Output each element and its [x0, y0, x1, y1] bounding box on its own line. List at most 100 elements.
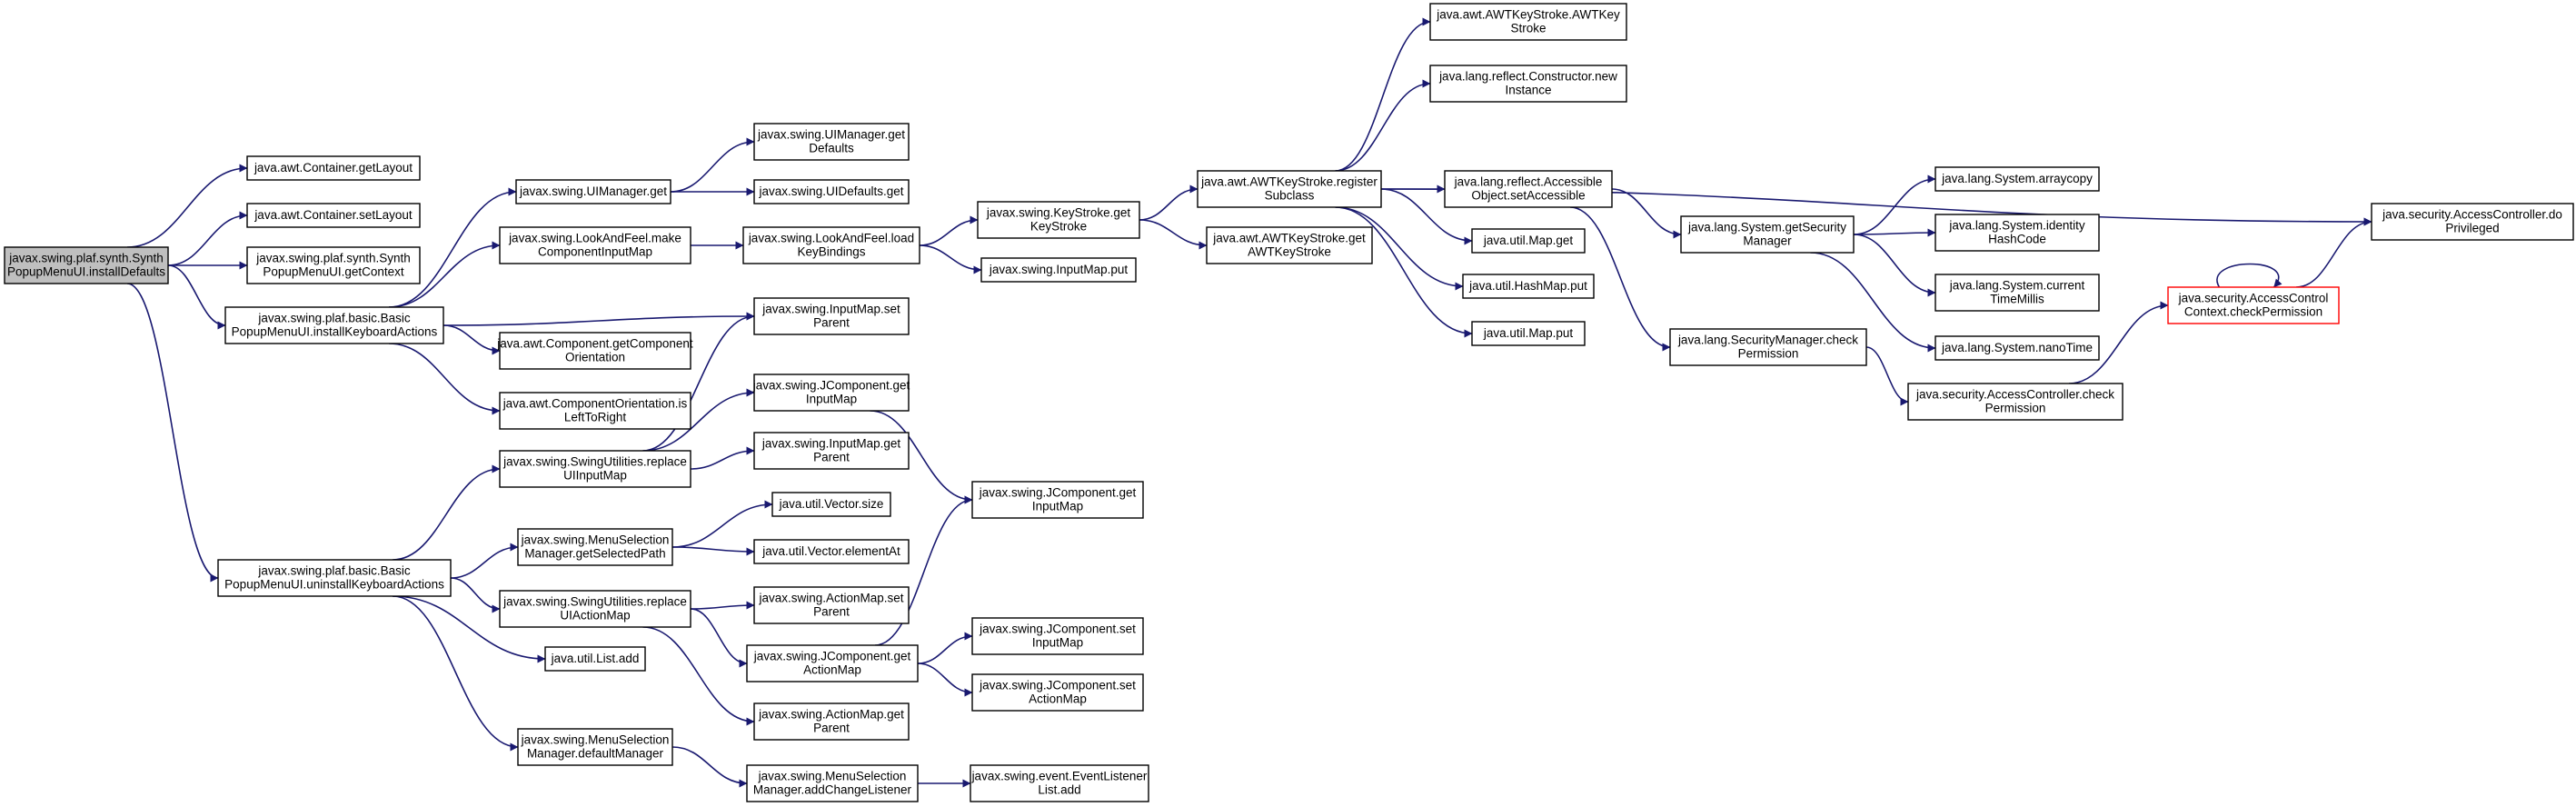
node-label: java.awt.AWTKeyStroke.get — [1212, 232, 1366, 245]
node-java-lang-system-arraycopy[interactable]: java.lang.System.arraycopy — [1934, 166, 2100, 192]
node-label: java.lang.System.current — [1949, 279, 2085, 293]
node-java-util-map-put[interactable]: java.util.Map.put — [1471, 321, 1586, 346]
node-label: Manager.defaultManager — [527, 747, 664, 761]
node-label: PopupMenuUI.installDefaults — [7, 265, 165, 279]
node-java-security-accesscontroller-doprivileged[interactable]: java.security.AccessController.doPrivile… — [2371, 203, 2574, 241]
node-box — [1907, 383, 2123, 421]
node-javax-swing-menuselectionmanager-getselectedpath[interactable]: javax.swing.MenuSelectionManager.getSele… — [517, 528, 673, 566]
edge-n14-to-n26 — [671, 746, 748, 788]
node-javax-swing-plaf-synth-synthpopupmenuui-getcontext[interactable]: javax.swing.plaf.synth.SynthPopupMenuUI.… — [246, 246, 421, 284]
node-javax-swing-uimanager-get[interactable]: javax.swing.UIManager.get — [515, 179, 671, 204]
node-label: javax.swing.UIManager.get — [757, 128, 905, 142]
node-label: Parent — [813, 316, 850, 330]
node-java-awt-container-getlayout[interactable]: java.awt.Container.getLayout — [246, 155, 421, 181]
edge-n5-to-n10 — [392, 464, 501, 561]
node-java-security-accesscontroller-checkpermission[interactable]: java.security.AccessController.checkPerm… — [1907, 383, 2123, 421]
edge-n37-to-n41 — [1611, 188, 1682, 239]
edge-n10-to-n20 — [690, 446, 755, 470]
node-java-awt-awtkeystroke-awtkeystroke[interactable]: java.awt.AWTKeyStroke.AWTKeyStroke — [1429, 3, 1627, 41]
node-box — [753, 586, 910, 624]
node-label: java.util.Vector.elementAt — [761, 544, 900, 558]
node-label: java.lang.System.identity — [1948, 219, 2085, 233]
edge-n17-to-n28 — [919, 244, 982, 274]
node-javax-swing-swingutilities-replaceuiactionmap[interactable]: javax.swing.SwingUtilities.replaceUIActi… — [499, 590, 691, 628]
node-javax-swing-menuselectionmanager-defaultmanager[interactable]: javax.swing.MenuSelectionManager.default… — [517, 728, 673, 766]
node-java-util-map-get[interactable]: java.util.Map.get — [1471, 228, 1586, 254]
node-box — [217, 559, 452, 597]
node-label: Context.checkPermission — [2184, 305, 2322, 319]
node-java-security-accesscontrolcontext-checkpermission[interactable]: java.security.AccessControlContext.check… — [2167, 286, 2340, 324]
edge-n11-to-n22 — [671, 546, 755, 556]
node-java-util-vector-size[interactable]: java.util.Vector.size — [771, 492, 891, 517]
node-java-lang-reflect-constructor-newinstance[interactable]: java.lang.reflect.Constructor.newInstanc… — [1429, 65, 1627, 103]
node-label: java.util.List.add — [551, 652, 640, 665]
node-box — [517, 528, 673, 566]
edge-n12-to-n24 — [690, 608, 748, 668]
node-box — [499, 332, 691, 370]
node-box — [515, 179, 671, 204]
edge-n48-to-n48 — [2216, 263, 2283, 288]
node-java-lang-system-nanotime[interactable]: java.lang.System.nanoTime — [1934, 335, 2100, 361]
node-javax-swing-inputmap-put[interactable]: javax.swing.InputMap.put — [980, 257, 1137, 283]
node-label: javax.swing.MenuSelection — [521, 733, 670, 747]
edge-n5-to-n11 — [450, 543, 519, 579]
node-java-awt-component-getcomponentorientation[interactable]: java.awt.Component.getComponentOrientati… — [496, 332, 693, 370]
node-box — [1429, 65, 1627, 103]
edge-n19-to-n29 — [870, 410, 973, 504]
edge-n0-to-n5 — [126, 283, 219, 583]
node-box — [753, 297, 910, 335]
node-label: Manager.addChangeListener — [753, 783, 912, 797]
node-label: LeftToRight — [564, 411, 627, 424]
node-javax-swing-plaf-basic-basicpopupmenuui-uninstallkeyboardact[interactable]: javax.swing.plaf.basic.BasicPopupMenuUI.… — [217, 559, 452, 597]
node-box — [1206, 226, 1373, 264]
node-javax-swing-plaf-synth-synthpopupmenuui-installdefaults[interactable]: javax.swing.plaf.synth.SynthPopupMenuUI.… — [4, 246, 169, 284]
node-label: javax.swing.plaf.synth.Synth — [255, 252, 411, 265]
node-java-lang-reflect-accessibleobject-setaccessible[interactable]: java.lang.reflect.AccessibleObject.setAc… — [1444, 170, 1613, 208]
node-java-util-vector-elementat[interactable]: java.util.Vector.elementAt — [753, 539, 910, 564]
node-javax-swing-plaf-basic-basicpopupmenuui-installkeyboardactio[interactable]: javax.swing.plaf.basic.BasicPopupMenuUI.… — [224, 306, 444, 344]
node-javax-swing-menuselectionmanager-addchangelistener[interactable]: javax.swing.MenuSelectionManager.addChan… — [746, 764, 919, 802]
node-label: javax.swing.plaf.basic.Basic — [257, 312, 411, 325]
node-label: PopupMenuUI.getContext — [263, 265, 404, 279]
node-java-lang-securitymanager-checkpermission[interactable]: java.lang.SecurityManager.checkPermissio… — [1669, 328, 1867, 366]
node-label: java.awt.ComponentOrientation.is — [502, 397, 688, 411]
node-java-awt-container-setlayout[interactable]: java.awt.Container.setLayout — [246, 203, 421, 228]
node-javax-swing-swingutilities-replaceuiinputmap[interactable]: javax.swing.SwingUtilities.replaceUIInpu… — [499, 450, 691, 488]
node-box — [1197, 170, 1382, 208]
node-javax-swing-uidefaults-get[interactable]: javax.swing.UIDefaults.get — [753, 179, 910, 204]
edges-layer — [126, 17, 2372, 788]
node-javax-swing-lookandfeel-makecomponentinputmap[interactable]: javax.swing.LookAndFeel.makeComponentInp… — [499, 226, 691, 264]
node-label: java.lang.System.arraycopy — [1941, 172, 2093, 185]
node-box — [499, 590, 691, 628]
node-label: ActionMap — [803, 663, 861, 677]
node-label: javax.swing.JComponent.get — [752, 379, 910, 393]
node-label: javax.swing.ActionMap.set — [758, 592, 903, 605]
node-java-util-hashmap-put[interactable]: java.util.HashMap.put — [1462, 274, 1595, 299]
node-label: javax.swing.MenuSelection — [758, 770, 907, 783]
node-label: AWTKeyStroke — [1248, 245, 1331, 259]
node-java-util-list-add[interactable]: java.util.List.add — [544, 646, 646, 672]
edge-n41-to-n44 — [1853, 228, 1936, 237]
edge-n33-to-n40 — [1335, 206, 1473, 338]
node-label: javax.swing.KeyStroke.get — [986, 206, 1131, 220]
node-java-awt-componentorientation-islefttoright[interactable]: java.awt.ComponentOrientation.isLeftToRi… — [499, 392, 691, 430]
node-label: java.lang.reflect.Accessible — [1454, 175, 1603, 189]
